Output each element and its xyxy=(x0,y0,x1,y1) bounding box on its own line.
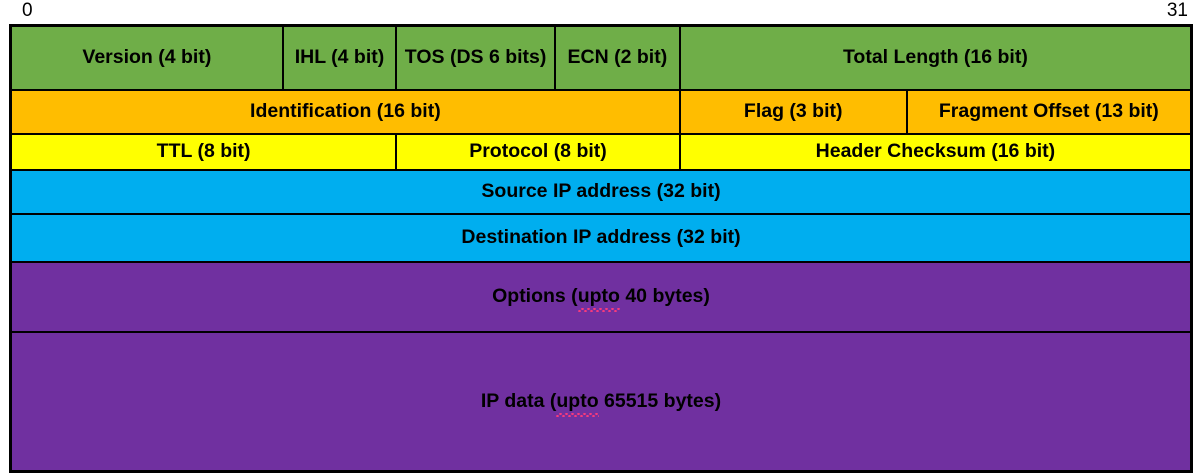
bit-label-end: 31 xyxy=(1166,0,1188,21)
field-tos: TOS (DS 6 bits) xyxy=(395,24,556,91)
header-row-word-1: Version (4 bit) IHL (4 bit) TOS (DS 6 bi… xyxy=(9,24,1193,91)
field-source-ip-address: Source IP address (32 bit) xyxy=(9,168,1193,215)
field-options-misspelled-word: upto xyxy=(577,285,621,312)
header-row-options: Options (upto 40 bytes) xyxy=(9,260,1193,333)
field-fragment-offset: Fragment Offset (13 bit) xyxy=(905,88,1193,135)
field-options-text-before: Options ( xyxy=(492,285,578,307)
field-version: Version (4 bit) xyxy=(9,24,284,91)
field-flag: Flag (3 bit) xyxy=(678,88,908,135)
ipv4-header-table: Version (4 bit) IHL (4 bit) TOS (DS 6 bi… xyxy=(9,24,1193,473)
field-ttl: TTL (8 bit) xyxy=(9,132,398,171)
bit-position-ruler: 0 31 xyxy=(0,0,1202,24)
field-identification: Identification (16 bit) xyxy=(9,88,681,135)
field-ecn: ECN (2 bit) xyxy=(554,24,681,91)
field-ip-data-misspelled-word: upto xyxy=(556,389,599,417)
field-ip-data: IP data (upto 65515 bytes) xyxy=(9,330,1193,473)
header-row-word-2: Identification (16 bit) Flag (3 bit) Fra… xyxy=(9,88,1193,135)
field-options-text-after: 40 bytes) xyxy=(619,285,710,307)
field-destination-ip-address: Destination IP address (32 bit) xyxy=(9,212,1193,263)
header-row-word-4: Source IP address (32 bit) xyxy=(9,168,1193,215)
bit-label-start: 0 xyxy=(22,0,33,21)
header-row-payload: IP data (upto 65515 bytes) xyxy=(9,330,1193,473)
field-options: Options (upto 40 bytes) xyxy=(9,260,1193,333)
field-ip-data-text-after: 65515 bytes) xyxy=(598,389,722,412)
field-total-length: Total Length (16 bit) xyxy=(678,24,1193,91)
field-protocol: Protocol (8 bit) xyxy=(395,132,681,171)
header-row-word-5: Destination IP address (32 bit) xyxy=(9,212,1193,263)
field-ihl: IHL (4 bit) xyxy=(281,24,398,91)
header-row-word-3: TTL (8 bit) Protocol (8 bit) Header Chec… xyxy=(9,132,1193,171)
field-header-checksum: Header Checksum (16 bit) xyxy=(678,132,1193,171)
field-ip-data-text-before: IP data ( xyxy=(480,389,557,412)
